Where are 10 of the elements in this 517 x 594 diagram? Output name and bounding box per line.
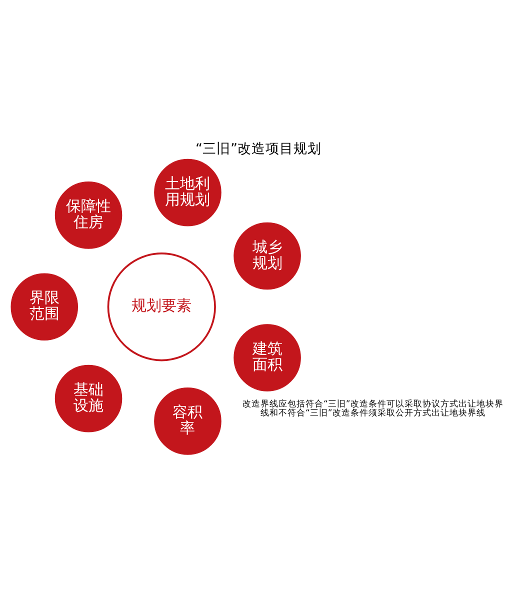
node-circle: 保障性住房 [54,182,122,249]
node-circle: 基础设施 [54,364,122,432]
node-circle: 规划要素 [107,252,216,362]
node-circle: 容积率 [154,388,222,455]
caption: 改造界线应包括符合“三旧”改造条件可以采取协议方式出让地块界线和不符合“三旧”改造条件须采取公开方式出让地块界线 [242,399,504,419]
node-circle: 界限范围 [10,273,78,341]
node-circle: 城乡规划 [234,222,301,290]
node-circle: 土地利用规划 [154,158,222,226]
node-circle: 建筑面积 [234,324,301,392]
diagram-title: “三旧”改造项目规划 [195,140,322,157]
